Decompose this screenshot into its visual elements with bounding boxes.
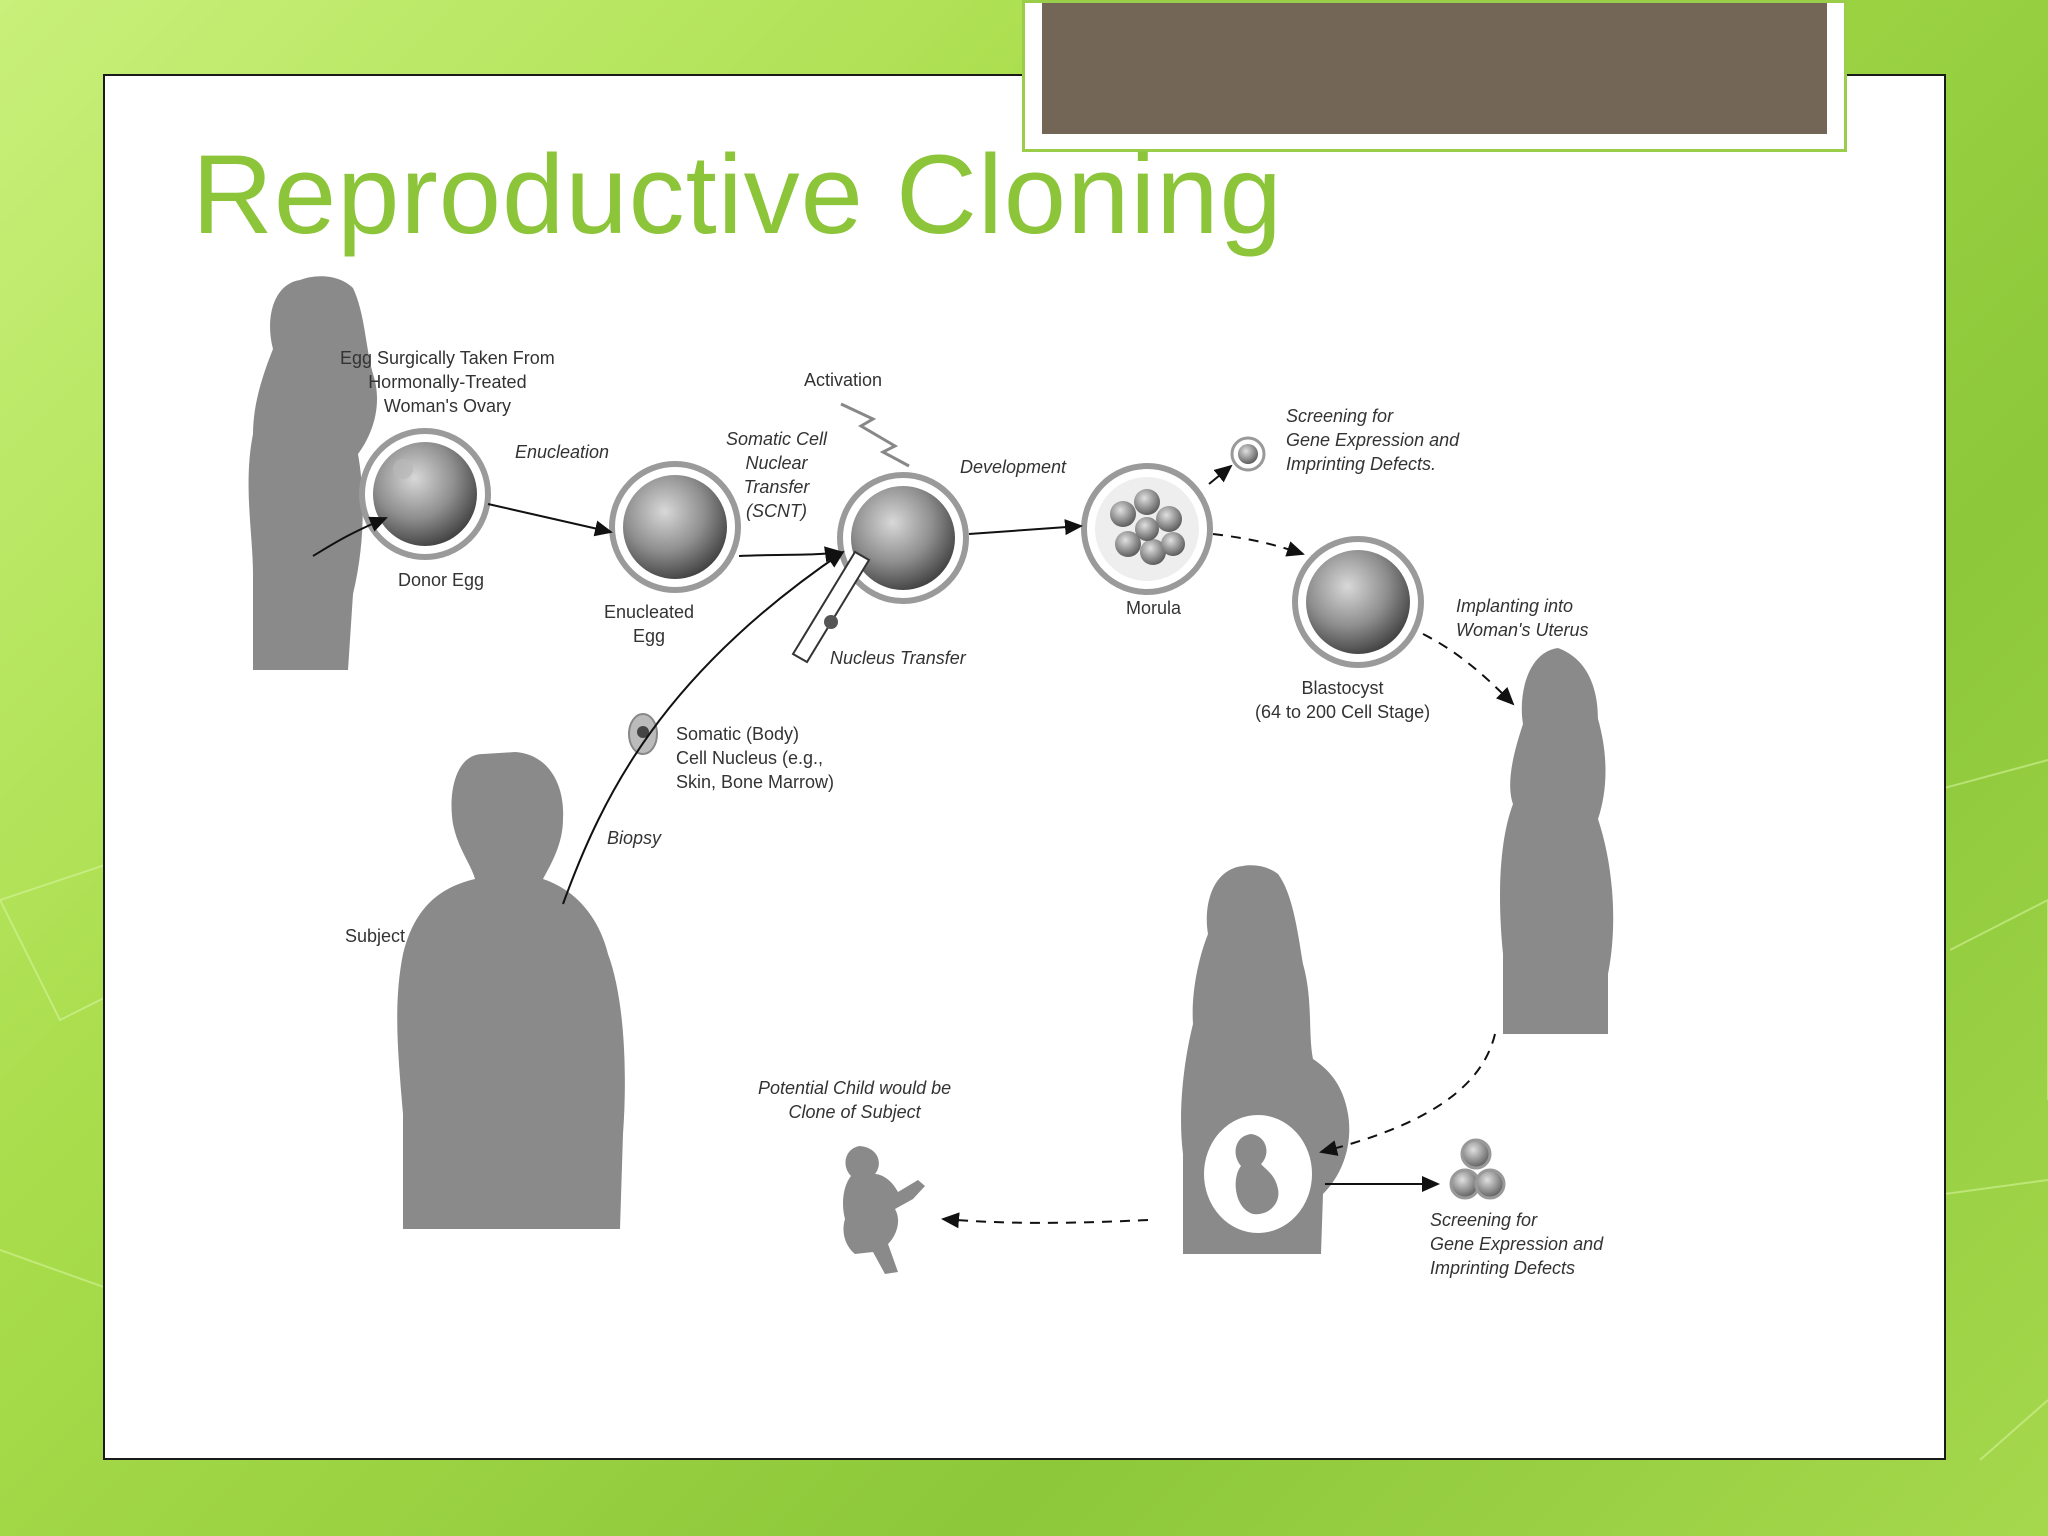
fetus <box>1235 1134 1279 1215</box>
somatic-cell <box>628 713 658 755</box>
label-somatic-nucleus-line3: Skin, Bone Marrow) <box>676 772 835 792</box>
cloning-diagram <box>248 276 1614 1274</box>
label-screening-bottom-line1: Screening for <box>1430 1210 1538 1230</box>
label-screening-bottom: Screening for Gene Expression and Imprin… <box>1430 1208 1603 1280</box>
label-enucleated-egg-line2: Egg <box>633 626 666 646</box>
label-egg-source-line1: Egg Surgically Taken From <box>340 348 555 368</box>
label-implanting: Implanting into Woman's Uterus <box>1456 594 1588 642</box>
baby-silhouette <box>843 1146 925 1274</box>
label-screening-bottom-line2: Gene Expression and <box>1430 1234 1604 1254</box>
scnt-egg <box>837 472 969 604</box>
label-enucleated-egg-line1: Enucleated <box>604 602 695 622</box>
label-blastocyst-line1: Blastocyst <box>1301 678 1384 698</box>
morula <box>1081 463 1213 595</box>
screening-cells-bottom <box>1449 1138 1506 1200</box>
title-placeholder-fill <box>1042 3 1827 134</box>
label-screening-top-line2: Gene Expression and <box>1286 430 1460 450</box>
activation-lightning-icon <box>840 402 910 468</box>
enucleated-egg <box>609 461 741 593</box>
label-screening-top-line3: Imprinting Defects. <box>1286 454 1437 474</box>
arrow-enucleation <box>487 503 613 537</box>
recipient-woman-silhouette <box>1500 648 1614 1034</box>
label-egg-source: Egg Surgically Taken From Hormonally-Tre… <box>340 346 555 418</box>
label-potential-child-line2: Clone of Subject <box>788 1102 921 1122</box>
slide-title: Reproductive Cloning <box>192 132 1283 257</box>
arrow-morula-to-blastocyst <box>1212 533 1305 557</box>
blastocyst <box>1292 536 1424 668</box>
arrow-development <box>968 519 1083 536</box>
label-nucleus-transfer: Nucleus Transfer <box>830 648 966 668</box>
label-scnt-line3: Transfer <box>743 477 810 497</box>
label-implanting-line2: Woman's Uterus <box>1456 620 1589 640</box>
label-potential-child-line1: Potential Child would be <box>758 1078 952 1098</box>
arrow-screening-top <box>1208 464 1233 485</box>
arrow-to-scnt <box>738 546 843 563</box>
label-activation: Activation <box>804 370 883 390</box>
label-development: Development <box>960 457 1067 477</box>
label-scnt-line4: (SCNT) <box>746 501 808 521</box>
label-potential-child: Potential Child would be Clone of Subjec… <box>758 1076 951 1124</box>
donor-woman-silhouette <box>248 276 378 670</box>
label-egg-source-line3: Woman's Ovary <box>383 396 511 416</box>
label-somatic-nucleus: Somatic (Body) Cell Nucleus (e.g., Skin,… <box>676 722 834 794</box>
label-screening-top: Screening for Gene Expression and Imprin… <box>1286 404 1459 476</box>
arrow-implanting <box>1422 633 1515 706</box>
label-blastocyst-line2: (64 to 200 Cell Stage) <box>1255 702 1431 722</box>
label-somatic-nucleus-line1: Somatic (Body) <box>676 724 800 744</box>
subject-silhouette <box>397 752 625 1229</box>
arrow-biopsy <box>562 550 845 905</box>
label-screening-top-line1: Screening for <box>1286 406 1394 426</box>
label-egg-source-line2: Hormonally-Treated <box>368 372 527 392</box>
arrow-to-child <box>941 1212 1149 1229</box>
arrow-ovary-to-egg <box>312 516 388 557</box>
title-placeholder-frame <box>1022 0 1847 152</box>
screening-cell-top <box>1230 436 1266 472</box>
label-somatic-nucleus-line2: Cell Nucleus (e.g., <box>676 748 824 768</box>
pipette <box>791 550 871 664</box>
label-enucleated-egg: Enucleated Egg <box>604 600 694 648</box>
label-subject: Subject <box>345 926 406 946</box>
label-enucleation: Enucleation <box>515 442 610 462</box>
label-blastocyst: Blastocyst (64 to 200 Cell Stage) <box>1255 676 1430 724</box>
label-screening-bottom-line3: Imprinting Defects <box>1430 1258 1576 1278</box>
label-morula: Morula <box>1126 598 1182 618</box>
label-biopsy: Biopsy <box>607 828 662 848</box>
label-donor-egg: Donor Egg <box>398 570 485 590</box>
label-implanting-line1: Implanting into <box>1456 596 1574 616</box>
label-scnt: Somatic Cell Nuclear Transfer (SCNT) <box>726 427 827 523</box>
arrow-to-pregnancy <box>1319 1033 1496 1156</box>
donor-egg <box>359 428 491 560</box>
label-scnt-line1: Somatic Cell <box>726 429 828 449</box>
label-scnt-line2: Nuclear <box>745 453 808 473</box>
